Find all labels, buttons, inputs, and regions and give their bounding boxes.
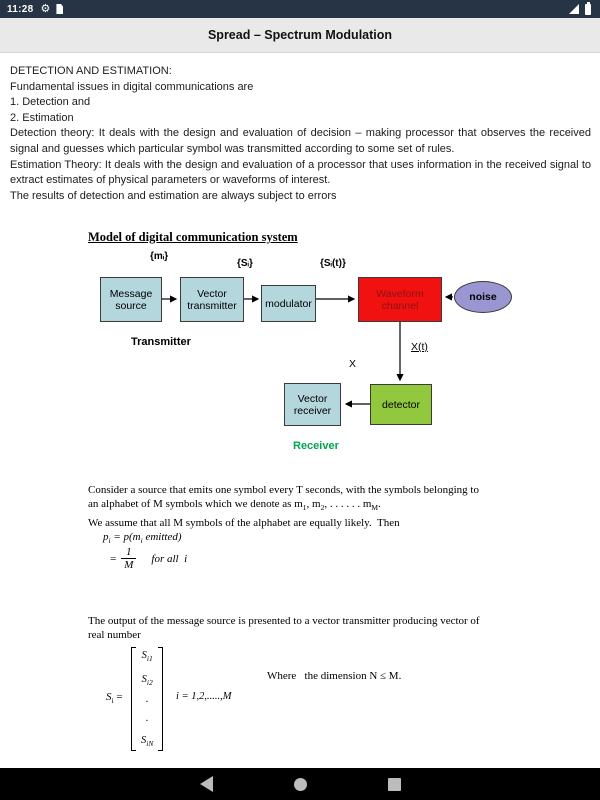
status-bar: 11:28 ⚙ [0, 0, 600, 18]
list-item-estimation: 2. Estimation [10, 111, 74, 124]
gear-icon: ⚙ [40, 2, 51, 15]
heading-detection-estimation: DETECTION AND ESTIMATION: [10, 65, 172, 77]
equals-sign: = [110, 552, 117, 565]
intro-line: Fundamental issues in digital communicat… [10, 80, 254, 93]
x-label: X [349, 358, 357, 370]
probability-equation: pi = p(mi emitted) [103, 531, 182, 546]
paragraph-detection-theory: Detection theory: It deals with the desi… [10, 127, 591, 155]
paragraph-estimation-theory: Estimation Theory: It deals with the des… [10, 158, 591, 187]
block-vector-receiver: Vector receiver [284, 383, 341, 426]
article-text: DETECTION AND ESTIMATION: Fundamental is… [10, 64, 591, 204]
matrix-entries: Si1 Si2 . . SiN [136, 647, 158, 751]
file-icon [56, 4, 64, 14]
matrix-entry: Si2 [141, 673, 153, 687]
matrix-entry: . [145, 694, 149, 706]
matrix-lhs: Si = [106, 691, 123, 706]
source-line-3: We assume that all M symbols of the alph… [88, 517, 400, 529]
dimension-note: Where the dimension N ≤ M. [267, 670, 402, 682]
output-line-2: real number [88, 629, 141, 642]
output-paragraph: The output of the message source is pres… [88, 614, 480, 643]
bracket-left [131, 647, 136, 751]
fraction: 1 M [121, 546, 137, 571]
fraction-denominator: M [124, 559, 134, 571]
matrix-entry: . [145, 713, 149, 725]
forall-note: for all i [151, 552, 188, 565]
fraction-numerator: 1 [121, 546, 137, 559]
xt-label: X(t) [411, 341, 428, 353]
signal-label-si: {Sᵢ} [237, 258, 253, 269]
fraction-equation: = 1 M for all i [110, 546, 187, 571]
bracket-right [158, 647, 164, 751]
matrix-vector: Si1 Si2 . . SiN [131, 647, 164, 751]
matrix-entry: SiN [141, 734, 154, 748]
transmitter-label: Transmitter [131, 336, 191, 348]
source-line-2: an alphabet of M symbols which we denote… [88, 498, 381, 513]
signal-label-mi: {mᵢ} [150, 251, 169, 262]
home-icon [293, 777, 307, 791]
results-note: The results of detection and estimation … [10, 189, 337, 202]
back-button[interactable] [184, 768, 228, 800]
diagram-title: Model of digital communication system [88, 230, 298, 244]
app-bar: Spread – Spectrum Modulation [0, 18, 600, 53]
back-icon [199, 776, 213, 792]
source-paragraph: Consider a source that emits one symbol … [88, 483, 479, 530]
block-detector: detector [370, 384, 432, 425]
source-line-1: Consider a source that emits one symbol … [88, 484, 479, 496]
matrix-index-note: i = 1,2,.....,M [176, 691, 232, 702]
block-vector-transmitter: Vector transmitter [180, 277, 244, 322]
block-noise: noise [454, 281, 512, 313]
page-title: Spread – Spectrum Modulation [207, 28, 393, 42]
block-modulator: modulator [261, 285, 316, 322]
matrix-entry: Si1 [141, 650, 153, 664]
recents-button[interactable] [372, 768, 416, 800]
block-waveform-channel: Waveform channel [358, 277, 442, 322]
block-message-source: Message source [100, 277, 162, 322]
receiver-label: Receiver [293, 440, 339, 452]
output-line-1: The output of the message source is pres… [88, 615, 480, 627]
home-button[interactable] [278, 768, 322, 800]
navigation-bar [0, 768, 600, 800]
battery-icon [585, 1, 591, 15]
status-time: 11:28 [7, 3, 34, 15]
list-item-detection: 1. Detection and [10, 96, 91, 109]
recents-icon [387, 777, 401, 791]
signal-icon [569, 4, 579, 14]
signal-label-sit: {Sᵢ(t)} [320, 258, 346, 269]
